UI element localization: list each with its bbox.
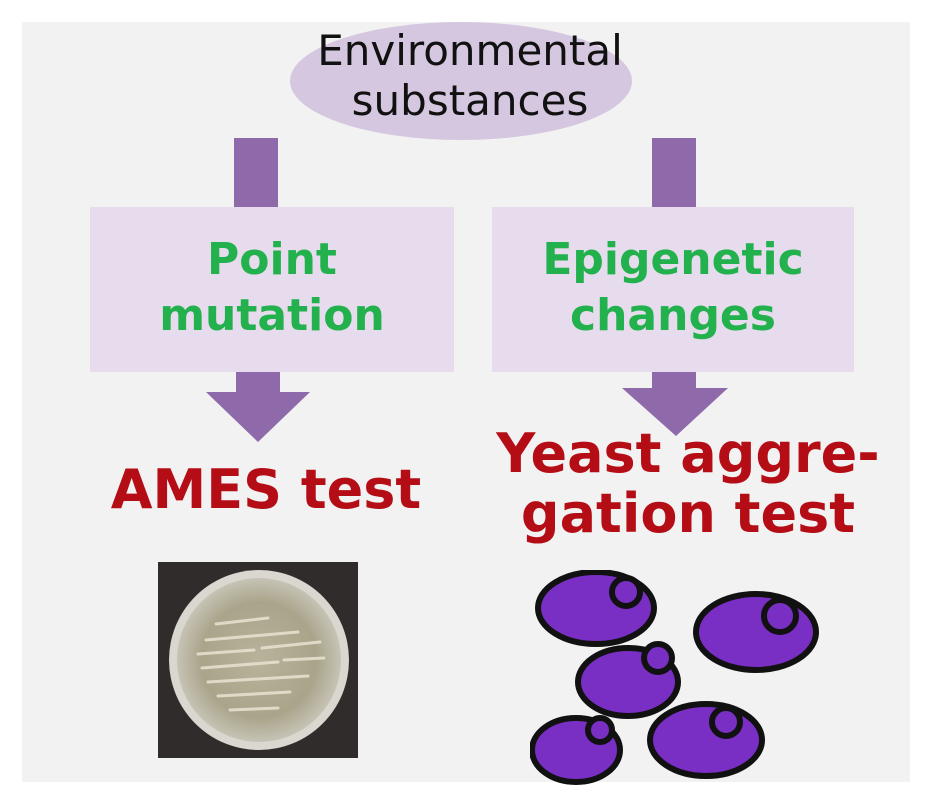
right-box-line2: changes xyxy=(570,290,776,341)
yeast-cell-4 xyxy=(647,701,765,779)
environmental-substances-label: Environmental substances xyxy=(280,26,660,126)
left-box-line1: Point xyxy=(207,234,337,285)
right-down-arrow-icon xyxy=(622,372,728,436)
yeast-bud-4 xyxy=(709,705,743,739)
right-test-line2: gation test xyxy=(520,482,856,545)
yeast-cell-2 xyxy=(693,591,819,673)
yeast-aggregation-test-label: Yeast aggre- gation test xyxy=(478,424,898,544)
yeast-bud-5 xyxy=(585,715,615,745)
top-node-line1: Environmental xyxy=(317,26,623,75)
left-box-line2: mutation xyxy=(159,290,385,341)
top-node-line2: substances xyxy=(351,76,589,125)
petri-dish-image xyxy=(158,562,358,758)
point-mutation-label: Point mutation xyxy=(90,232,454,344)
left-connector-arrow xyxy=(234,138,278,210)
environmental-substances-node xyxy=(290,22,632,140)
yeast-bud-1 xyxy=(609,575,643,609)
yeast-bud-3 xyxy=(641,641,675,675)
yeast-bud-2 xyxy=(761,597,799,635)
right-box-line1: Epigenetic xyxy=(542,234,804,285)
right-connector-arrow xyxy=(652,138,696,210)
yeast-cells-image xyxy=(530,570,819,785)
petri-dish-icon xyxy=(169,570,349,750)
right-test-line1: Yeast aggre- xyxy=(496,422,880,485)
epigenetic-changes-box xyxy=(492,207,854,372)
epigenetic-changes-label: Epigenetic changes xyxy=(492,232,854,344)
point-mutation-box xyxy=(90,207,454,372)
left-down-arrow-icon xyxy=(206,372,310,442)
ames-test-label: AMES test xyxy=(110,458,422,521)
